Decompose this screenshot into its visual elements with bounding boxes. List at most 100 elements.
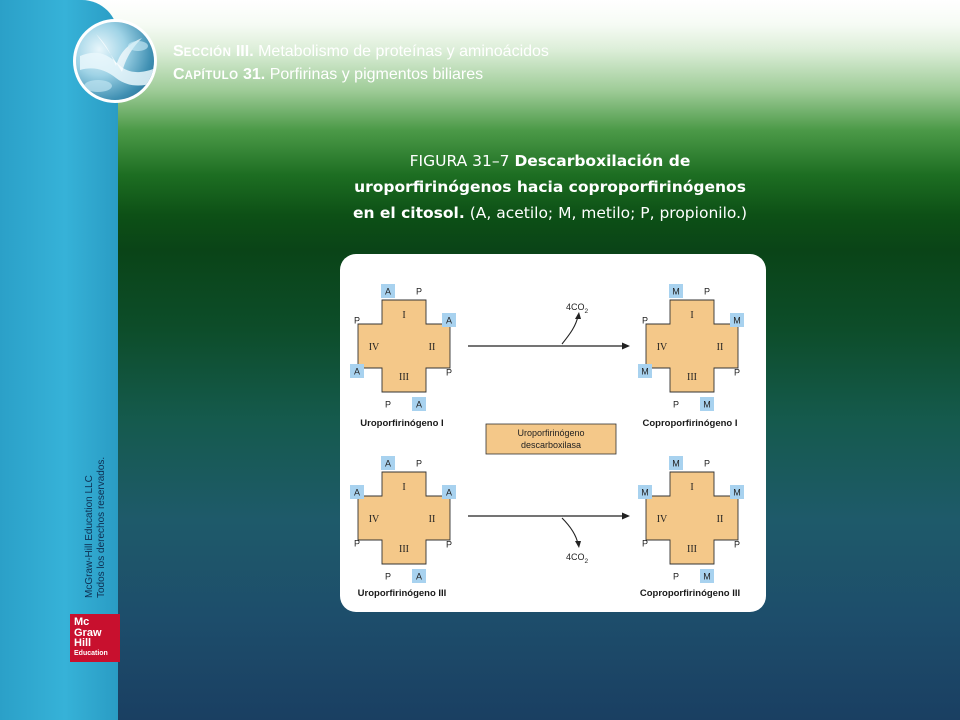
substituent-label: M	[733, 316, 741, 326]
ring-label: IV	[369, 342, 380, 353]
substituent-label: P	[734, 368, 740, 378]
figure-title-line2: uroporfirinógenos hacia coproporfirinóge…	[354, 178, 746, 196]
substituent-label: P	[704, 459, 710, 469]
ring-label: I	[402, 482, 405, 493]
substituent-label: P	[354, 316, 360, 326]
substituent-box	[669, 456, 683, 470]
substituent-box	[442, 313, 456, 327]
ring-label: III	[687, 544, 697, 555]
substituent-label: A	[416, 572, 422, 582]
enzyme-box: Uroporfirinógeno descarboxilasa	[485, 423, 617, 455]
ring-label: IV	[369, 514, 380, 525]
substituent-box	[730, 313, 744, 327]
substituent-box	[350, 364, 364, 378]
substituent-box	[638, 485, 652, 499]
section-word: ECCIÓN	[183, 47, 232, 59]
chapter-initial: C	[173, 66, 185, 83]
figure-label: FIGURA 31–7	[409, 152, 510, 170]
figure-caption: FIGURA 31–7 Descarboxilación de uroporfi…	[300, 148, 800, 226]
enzyme-name-line2: descarboxilasa	[521, 440, 581, 450]
ring-label: III	[399, 544, 409, 555]
substituent-label: A	[354, 367, 360, 377]
section-heading: SECCIÓN III. Metabolismo de proteínas y …	[173, 41, 549, 64]
substituent-label: A	[354, 488, 360, 498]
substituent-box	[381, 456, 395, 470]
chapter-heading: CAPÍTULO 31. Porfirinas y pigmentos bili…	[173, 64, 549, 87]
substituent-label: P	[416, 287, 422, 297]
substituent-box	[730, 485, 744, 499]
reaction-arrow-bottom	[468, 512, 630, 548]
decarboxylation-diagram: 4CO2 4CO2 Uroporfirinógeno descarboxilas…	[350, 284, 744, 599]
figure-abbreviation-note: (A, acetilo; M, metilo; P, propionilo.)	[469, 204, 748, 222]
substituent-label: P	[446, 368, 452, 378]
substituent-label: A	[446, 488, 452, 498]
section-number: III.	[235, 43, 254, 60]
chapter-thumbnail-image	[73, 19, 157, 103]
reaction-arrow-top	[468, 312, 630, 350]
section-initial: S	[173, 43, 184, 60]
ring-label: III	[399, 372, 409, 383]
substituent-box	[638, 364, 652, 378]
ring-label: I	[690, 310, 693, 321]
ring-label: II	[717, 514, 724, 525]
enzyme-name-line1: Uroporfirinógeno	[517, 428, 584, 438]
substituent-label: P	[673, 400, 679, 410]
ring-label: IV	[657, 514, 668, 525]
substituent-box	[350, 485, 364, 499]
substituent-box	[442, 485, 456, 499]
figure-title-line3: en el citosol.	[352, 204, 465, 222]
substituent-label: M	[641, 367, 649, 377]
substituent-label: M	[703, 572, 711, 582]
substituent-box	[700, 569, 714, 583]
chapter-word: APÍTULO	[184, 70, 239, 82]
abstract-molecule-icon	[80, 34, 154, 92]
substituent-label: M	[672, 287, 680, 297]
substituent-label: M	[641, 488, 649, 498]
substituent-label: A	[416, 400, 422, 410]
logo-text-mc: Mc	[74, 616, 90, 628]
substituent-box	[381, 284, 395, 298]
logo-text-graw: Graw	[74, 626, 102, 639]
molecule-name: Uroporfirinógeno I	[360, 418, 443, 429]
molecule-name: Coproporfirinógeno III	[640, 588, 740, 599]
mcgraw-hill-logo: Mc Graw Hill Education	[70, 614, 120, 662]
figure-reflection	[340, 612, 766, 720]
sidebar	[0, 0, 118, 720]
co2-label-bottom: 4CO2	[566, 552, 589, 565]
substituent-box	[700, 397, 714, 411]
ring-label: IV	[657, 342, 668, 353]
substituent-label: P	[446, 540, 452, 550]
molecule-name: Uroporfirinógeno III	[358, 588, 447, 599]
substituent-label: P	[734, 540, 740, 550]
slide-header: SECCIÓN III. Metabolismo de proteínas y …	[173, 41, 549, 87]
substituent-label: P	[673, 572, 679, 582]
ring-label: II	[429, 514, 436, 525]
substituent-label: P	[416, 459, 422, 469]
substituent-box	[412, 397, 426, 411]
substituent-label: P	[385, 400, 391, 410]
substituent-label: M	[703, 400, 711, 410]
copyright-line2: Todos los derechos reservados.	[96, 456, 107, 598]
section-title: Metabolismo de proteínas y aminoácidos	[258, 43, 549, 60]
figure-diagram-card: 4CO2 4CO2 Uroporfirinógeno descarboxilas…	[340, 254, 766, 612]
substituent-label: P	[385, 572, 391, 582]
substituent-box	[412, 569, 426, 583]
pyrrole-cross	[645, 299, 739, 393]
ring-label: I	[690, 482, 693, 493]
molecule-name: Coproporfirinógeno I	[643, 418, 738, 429]
substituent-label: M	[733, 488, 741, 498]
chapter-number: 31.	[243, 66, 266, 83]
substituent-label: P	[642, 539, 648, 549]
substituent-label: M	[672, 459, 680, 469]
ring-label: III	[687, 372, 697, 383]
copyright-line1: McGraw-Hill Education LLC	[84, 475, 95, 598]
ring-label: II	[717, 342, 724, 353]
substituent-label: A	[446, 316, 452, 326]
ring-label: II	[429, 342, 436, 353]
co2-label-top: 4CO2	[566, 302, 589, 315]
ring-label: I	[402, 310, 405, 321]
